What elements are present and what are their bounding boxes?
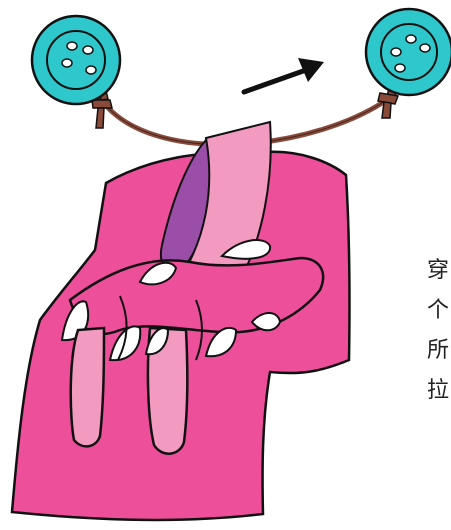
- side-text-line-1: 穿: [427, 258, 449, 284]
- arrow-right-icon: [244, 58, 324, 92]
- side-text-line-4: 拉: [427, 378, 449, 404]
- side-text: 穿 个 所 拉: [427, 258, 449, 404]
- side-text-line-3: 所: [427, 338, 449, 364]
- button-icon-right: [366, 9, 451, 95]
- side-text-line-2: 个: [427, 298, 449, 324]
- strap-left: [71, 328, 104, 446]
- button-icon-left: [32, 16, 120, 104]
